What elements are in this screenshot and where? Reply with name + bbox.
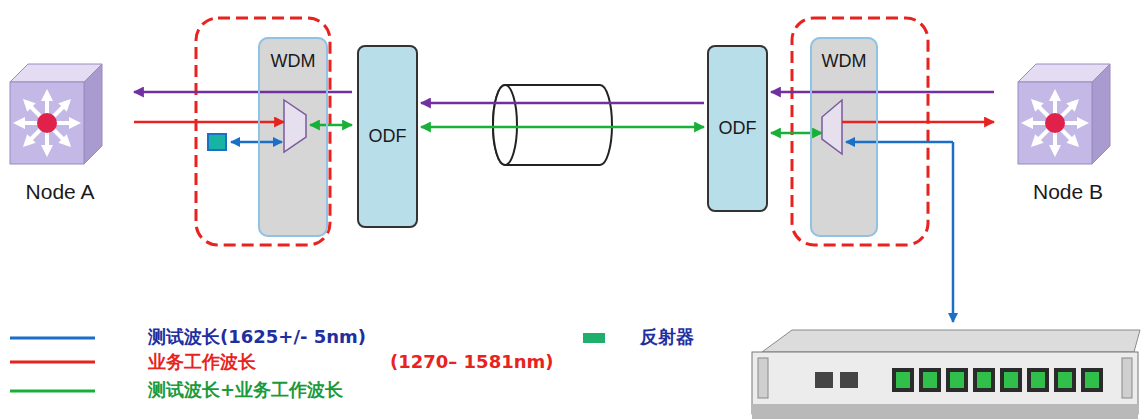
signal-connector: [842, 121, 994, 124]
legend-text: 测试波长(1625+/- 5nm): [148, 326, 366, 348]
legend-swatch: [583, 333, 605, 343]
legend-text: 反射器: [640, 326, 694, 348]
node-label: Node B: [1033, 180, 1103, 204]
fiber-cylinder-end: [493, 85, 517, 165]
wdm-fill: [258, 37, 328, 237]
box-label: WDM: [822, 51, 867, 72]
signal-connector: [134, 91, 352, 94]
wdm-box: WDM: [258, 37, 328, 237]
wdm-box: WDM: [810, 37, 878, 237]
legend-line-sample: [10, 361, 95, 364]
wdm-fill: [810, 37, 878, 237]
switch-icon: [8, 62, 104, 166]
legend-text: 业务工作波长: [148, 351, 256, 373]
box-label: ODF: [369, 126, 407, 147]
demux-symbol: [822, 100, 842, 154]
demux-symbol: [284, 100, 306, 152]
fiber-cylinder: [493, 85, 612, 165]
dashed-region: [196, 18, 330, 245]
box-label: WDM: [271, 51, 316, 72]
node-label: Node A: [26, 180, 95, 204]
switch-icon: [1016, 62, 1112, 166]
odf-box: ODF: [357, 45, 418, 228]
test-wavelength-line: [952, 142, 955, 322]
reflector: [208, 134, 226, 150]
test-wavelength-line: [231, 141, 282, 144]
odf-box: ODF: [707, 45, 768, 212]
signal-connector: [771, 91, 994, 94]
signal-connector: [771, 132, 822, 135]
switch-node: Node B: [1016, 62, 1120, 212]
legend-text: 测试波长+业务工作波长: [148, 379, 343, 401]
signal-connector: [421, 126, 704, 129]
test-wavelength-line: [846, 141, 953, 144]
wavelength-range-label: (1270– 1581nm): [390, 351, 554, 373]
rack-device: [752, 330, 1140, 419]
dashed-region: [792, 18, 928, 245]
switch-node: Node A: [8, 62, 112, 212]
signal-connector: [310, 124, 352, 127]
signal-connector: [421, 102, 704, 105]
box-label: ODF: [719, 118, 757, 139]
legend-line-sample: [10, 390, 95, 393]
signal-connector: [134, 121, 284, 124]
legend-line-sample: [10, 337, 95, 340]
